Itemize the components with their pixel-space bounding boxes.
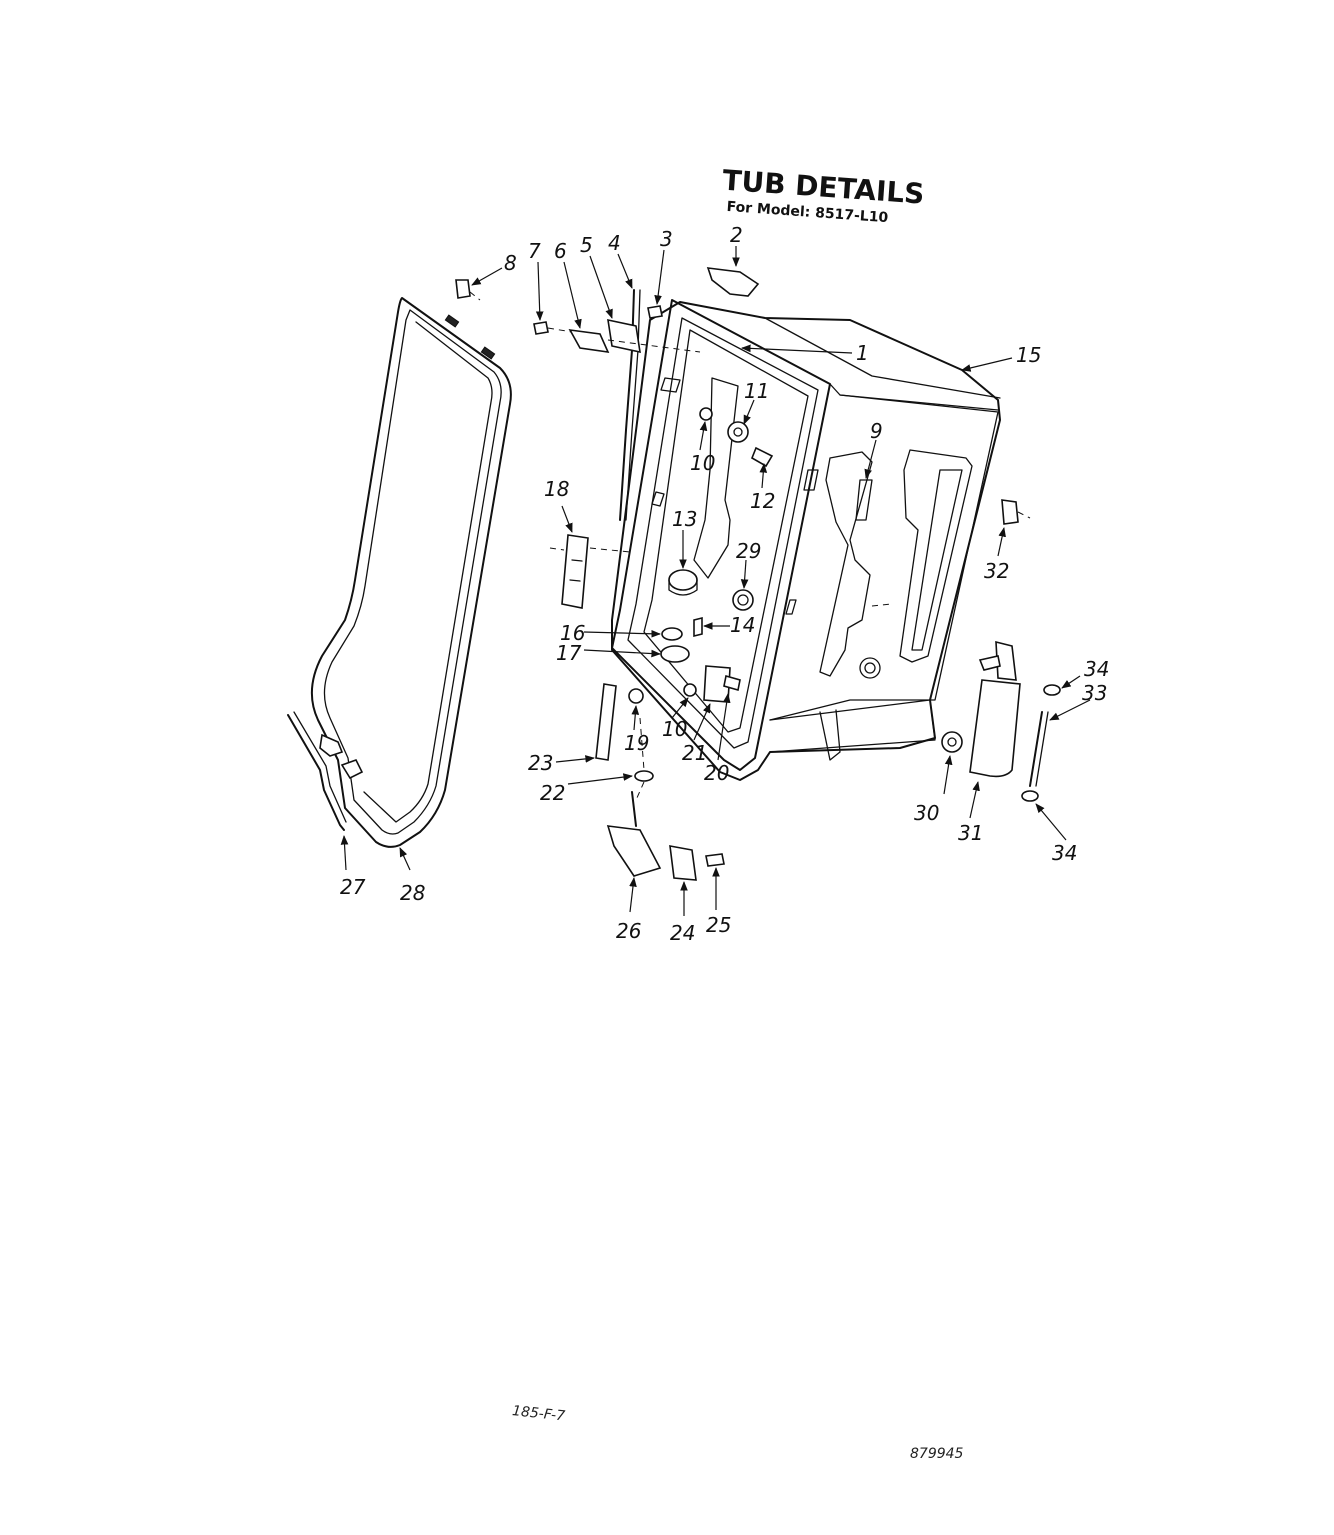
alignment-dashes [469, 291, 1031, 801]
part-6-hinge-arm [568, 328, 610, 353]
part-14-screw [693, 616, 703, 638]
part-3-screw [647, 305, 663, 319]
callout-6: 6 [554, 239, 567, 263]
callout-1: 1 [856, 341, 869, 365]
callout-24: 24 [670, 921, 695, 945]
part-30-washer [941, 731, 963, 753]
part-29-grommet [732, 589, 754, 611]
callout-32: 32 [984, 559, 1009, 583]
callout-13: 13 [672, 507, 697, 531]
callout-25: 25 [706, 913, 731, 937]
callout-8: 8 [504, 251, 517, 275]
callout-28: 28 [400, 881, 425, 905]
callout-7: 7 [528, 239, 541, 263]
callout-31: 31 [958, 821, 983, 845]
part-10b-washer [683, 683, 697, 697]
callout-21: 21 [682, 741, 707, 765]
leader-lines [340, 246, 1091, 916]
part-34b-spring [1021, 790, 1039, 802]
callout-17: 17 [556, 641, 582, 665]
part-8-clip [455, 279, 471, 299]
callout-34b: 34 [1052, 841, 1077, 865]
callout-16: 16 [560, 621, 585, 645]
callout-12: 12 [750, 489, 775, 513]
part-7-screw [533, 321, 549, 335]
callout-22: 22 [540, 781, 565, 805]
callout-15: 15 [1016, 343, 1041, 367]
part-16-washer [661, 627, 683, 641]
callout-9: 9 [870, 419, 883, 443]
part-32-clip [1001, 499, 1019, 525]
part-21-screw [723, 674, 741, 692]
callout-10b: 10 [662, 717, 687, 741]
callout-18: 18 [544, 477, 569, 501]
callout-27: 27 [340, 875, 366, 899]
part-11-nozzle [727, 421, 749, 443]
tub-body [611, 299, 1001, 781]
callout-29: 29 [736, 539, 761, 563]
part-2-bracket [706, 267, 760, 297]
part-33-pin [1029, 711, 1043, 787]
callout-23: 23 [528, 751, 553, 775]
page-code: 185-F-7 [511, 1403, 565, 1424]
callout-19: 19 [624, 731, 649, 755]
part-25-screw [705, 853, 725, 867]
part-22-o-ring [634, 770, 654, 782]
part-5-hinge [607, 318, 641, 354]
door-gasket [310, 297, 512, 848]
part-24-bracket [669, 845, 697, 881]
document-number: 879945 [910, 1446, 964, 1462]
callout-26: 26 [616, 919, 641, 943]
callout-34a: 34 [1084, 657, 1109, 681]
gasket-strip [287, 711, 347, 831]
callout-10a: 10 [690, 451, 715, 475]
part-26-hinge [606, 825, 662, 877]
callout-5: 5 [580, 233, 593, 257]
part-34a-spring [1043, 684, 1061, 696]
part-18-latch-plate [561, 534, 589, 609]
callout-30: 30 [914, 801, 939, 825]
callout-3: 3 [660, 227, 673, 251]
part-17-gear [660, 645, 690, 663]
callout-14: 14 [730, 613, 755, 637]
callout-numbers: 1 2 3 4 5 6 7 8 9 10 10 11 12 13 14 15 1… [340, 223, 1109, 945]
part-4-rod [619, 289, 635, 521]
callout-4: 4 [608, 231, 621, 255]
part-23-strike [595, 683, 617, 761]
callout-2: 2 [730, 223, 743, 247]
callout-20: 20 [704, 761, 729, 785]
part-13-bumper [668, 569, 698, 591]
callout-33: 33 [1082, 681, 1107, 705]
part-19-nut [628, 688, 644, 704]
part-10-washer [699, 407, 713, 421]
part-31-housing [969, 679, 1021, 778]
part-12-screw [750, 446, 774, 468]
callout-11: 11 [744, 379, 769, 403]
